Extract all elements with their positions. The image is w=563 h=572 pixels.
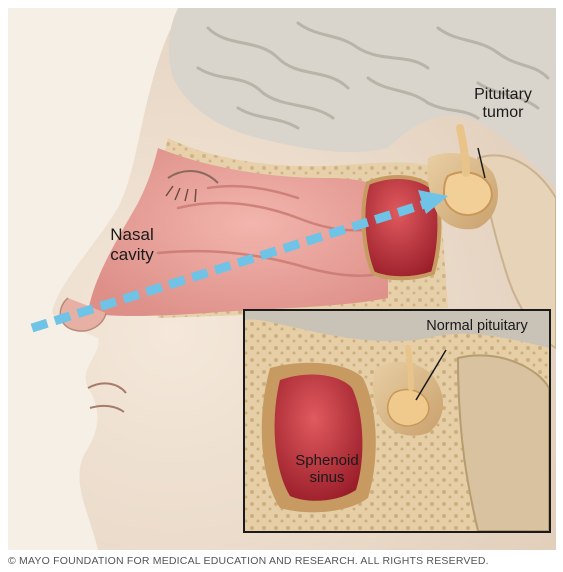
inset-panel — [244, 310, 550, 532]
inset-brainstem — [458, 355, 549, 531]
copyright-notice: © MAYO FOUNDATION FOR MEDICAL EDUCATION … — [8, 555, 558, 567]
label-pituitary-tumor-line1: Pituitary — [455, 86, 551, 104]
label-nasal-cavity: Nasal cavity — [92, 225, 172, 264]
label-pituitary-tumor: Pituitary tumor — [455, 86, 551, 123]
label-pituitary-tumor-line2: tumor — [455, 104, 551, 122]
label-nasal-cavity-line2: cavity — [92, 245, 172, 265]
label-sphenoid-sinus: Sphenoid sinus — [282, 452, 372, 487]
label-sphenoid-sinus-line2: sinus — [282, 469, 372, 486]
label-nasal-cavity-line1: Nasal — [92, 225, 172, 245]
inset-normal-pituitary — [388, 390, 429, 426]
label-normal-pituitary: Normal pituitary — [402, 318, 552, 335]
pituitary-tumor-shape — [444, 172, 492, 215]
inset-stalk — [408, 348, 411, 388]
label-sphenoid-sinus-line1: Sphenoid — [282, 452, 372, 469]
